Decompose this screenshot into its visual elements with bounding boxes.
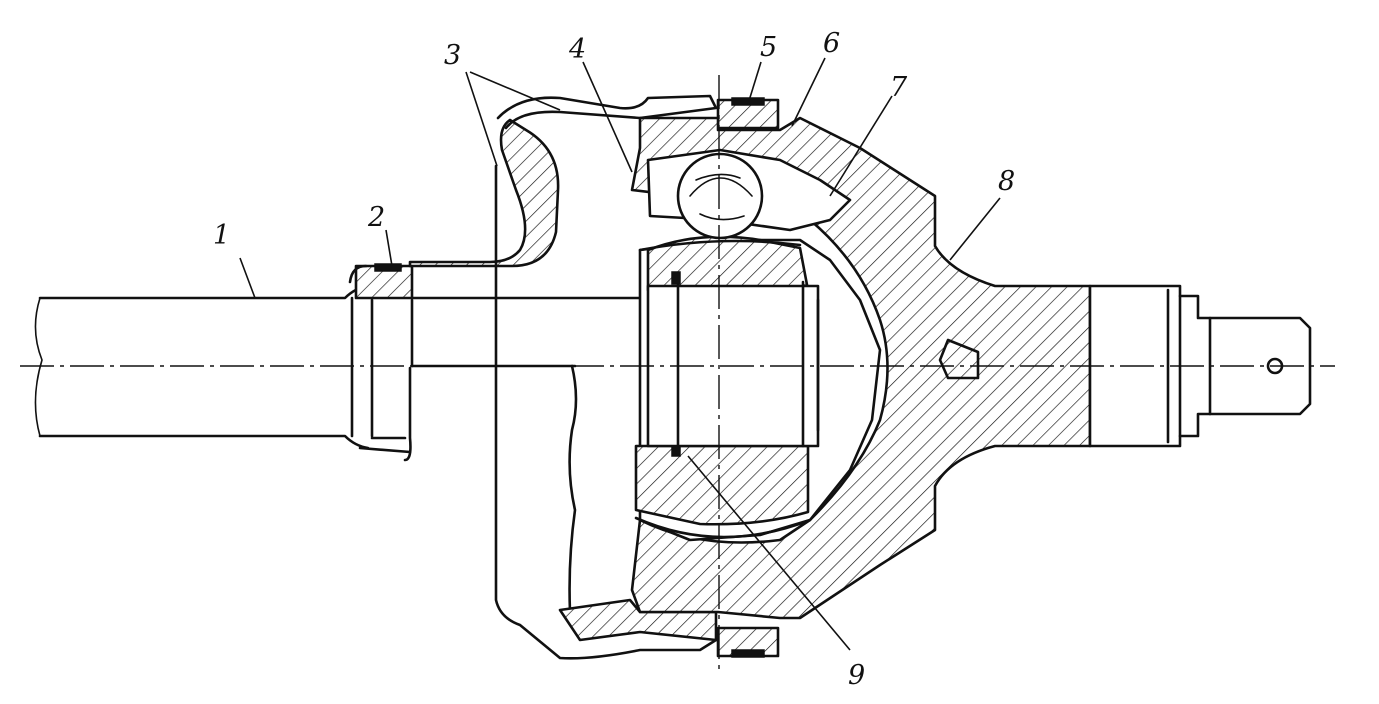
callout-1: 1 (213, 220, 230, 251)
protective-boot (408, 94, 718, 660)
leader-lines (239, 57, 1001, 651)
inner-race-hub (634, 235, 820, 526)
boot-clamp-small (348, 263, 414, 300)
callout-6: 6 (823, 28, 840, 59)
ball (676, 152, 764, 240)
drive-shaft (34, 284, 650, 614)
callout-8: 8 (998, 166, 1015, 197)
callout-3: 3 (444, 40, 461, 71)
callout-4: 4 (568, 34, 586, 65)
center-lines (20, 75, 1335, 672)
callout-5: 5 (760, 32, 777, 63)
boot-clamp-large (716, 97, 780, 658)
callout-9: 9 (848, 660, 865, 691)
retaining-circlip (671, 271, 681, 457)
callout-labels: 1 2 3 4 5 6 7 8 9 (213, 28, 1015, 691)
callout-7: 7 (890, 72, 908, 103)
ball-cage (634, 239, 812, 539)
callout-2: 2 (367, 202, 385, 233)
